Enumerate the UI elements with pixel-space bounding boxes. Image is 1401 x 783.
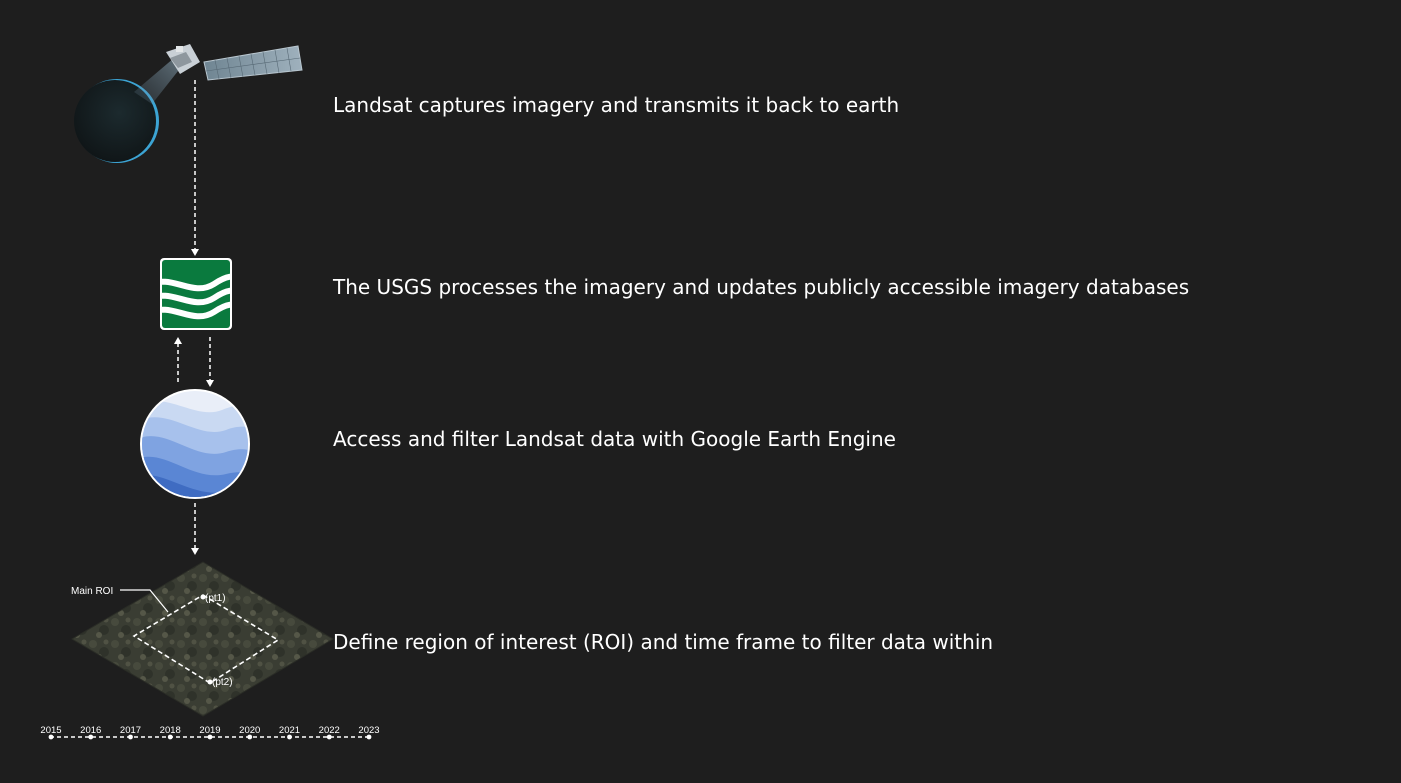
timeline-tick bbox=[247, 734, 253, 740]
roi-point-1-label: (pt1) bbox=[205, 593, 226, 604]
timeline-year-label: 2020 bbox=[239, 725, 260, 736]
sensor-beam bbox=[134, 58, 182, 104]
google-earth-engine-icon bbox=[140, 389, 250, 499]
roi-boundary bbox=[132, 594, 280, 684]
timeline-year-label: 2015 bbox=[40, 725, 61, 736]
timeline-year-label: 2016 bbox=[80, 725, 101, 736]
timeline-tick bbox=[167, 734, 173, 740]
roi-point-2 bbox=[207, 679, 213, 685]
timeline-tick bbox=[207, 734, 213, 740]
timeline-tick bbox=[366, 734, 372, 740]
satellite-icon bbox=[74, 44, 303, 163]
earth-horizon bbox=[74, 79, 159, 163]
timeline-tick bbox=[287, 734, 292, 740]
timeline-year-label: 2019 bbox=[199, 725, 220, 736]
timeline-year-label: 2017 bbox=[120, 725, 141, 736]
timeline-year-label: 2018 bbox=[160, 725, 181, 736]
timeline-tick bbox=[128, 734, 133, 740]
roi-point-1 bbox=[200, 594, 206, 600]
step-4-text: Define region of interest (ROI) and time… bbox=[333, 630, 994, 654]
timeline-year-label: 2023 bbox=[358, 725, 379, 736]
solar-panel bbox=[203, 45, 303, 81]
connector-satellite-to-usgs bbox=[191, 80, 199, 256]
timeline-year-label: 2021 bbox=[279, 725, 300, 736]
timeline-year-label: 2022 bbox=[319, 725, 340, 736]
roi-map-icon: Main ROI (pt1) (pt2) bbox=[71, 561, 334, 717]
roi-leader-line bbox=[120, 589, 169, 613]
connector-gee-to-roi bbox=[191, 503, 199, 555]
usgs-logo-icon bbox=[160, 258, 232, 330]
timeline: 2015 2016 2017 2018 2019 2020 2021 2022 2023 bbox=[40, 725, 380, 740]
timeline-tick bbox=[88, 734, 94, 740]
connector-usgs-gee-up bbox=[174, 337, 182, 385]
roi-main-label: Main ROI bbox=[71, 586, 113, 597]
satellite-body bbox=[166, 44, 200, 74]
roi-point-2-label: (pt2) bbox=[212, 677, 233, 688]
timeline-tick bbox=[48, 734, 54, 740]
timeline-tick bbox=[326, 734, 332, 740]
connector-usgs-gee-down bbox=[206, 337, 214, 387]
step-1-text: Landsat captures imagery and transmits i… bbox=[333, 93, 900, 117]
step-3-text: Access and filter Landsat data with Goog… bbox=[333, 427, 896, 451]
step-2-text: The USGS processes the imagery and updat… bbox=[333, 275, 1190, 299]
